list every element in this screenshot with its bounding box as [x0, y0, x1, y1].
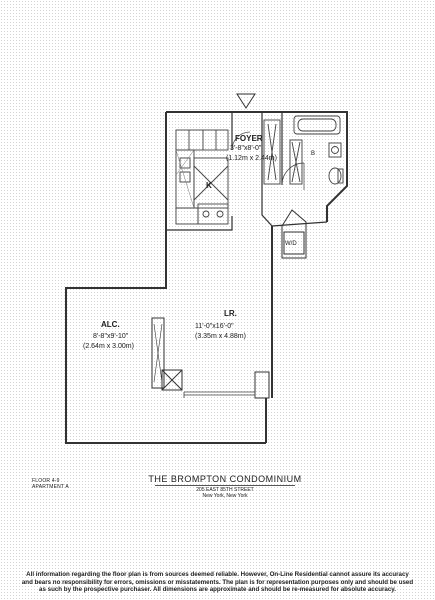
kitchen-hatching — [175, 149, 195, 209]
disclaimer-line: as such by the prospective purchaser. Al… — [39, 586, 396, 594]
disclaimer-line: and bears no responsibility for errors, … — [21, 578, 414, 586]
foyer-closet — [263, 119, 281, 185]
apartment-label: APARTMENT A — [32, 484, 69, 490]
disclaimer: All information regarding the floor plan… — [8, 571, 427, 594]
bath-label: B — [311, 151, 315, 157]
disclaimer-line: All information regarding the floor plan… — [26, 571, 409, 578]
floor-label: FLOOR 4-9 — [32, 478, 60, 484]
window-wall — [183, 391, 256, 398]
kitchen-fixtures — [175, 129, 229, 225]
building-info: THE BROMPTON CONDOMINIUM 205 EAST 85TH S… — [135, 474, 315, 499]
kitchen-label: K — [206, 181, 212, 190]
alcove-label: ALC. — [101, 320, 120, 329]
living-room-dimensions-metric: (3.35m x 4.88m) — [195, 333, 246, 340]
structural-column — [151, 317, 270, 399]
alcove-dimensions: 8'-8"x9'-10" — [93, 333, 129, 340]
entry-arrow-icon — [236, 93, 256, 109]
unit-info: FLOOR 4-9 APARTMENT A — [32, 478, 69, 490]
living-room-label: LR. — [224, 309, 237, 318]
caption-divider — [155, 485, 295, 486]
building-name: THE BROMPTON CONDOMINIUM — [148, 474, 302, 484]
inner-walls — [166, 112, 328, 231]
plan-caption: FLOOR 4-9 APARTMENT A THE BROMPTON CONDO… — [30, 472, 410, 512]
building-address: 205 EAST 85TH STREET — [196, 487, 254, 493]
foyer-label: FOYER — [235, 134, 263, 143]
foyer-dimensions-metric: (1.12m x 2.44m) — [226, 155, 277, 162]
washer-dryer-closet — [281, 209, 307, 259]
entry-door-swing — [231, 131, 251, 151]
washer-dryer-label: W/D — [285, 241, 297, 247]
building-city: New York, New York — [202, 493, 248, 499]
bathroom-fixtures — [281, 115, 344, 190]
foyer-dimensions: 3'-8"x8'-0" — [230, 145, 262, 152]
alcove-dimensions-metric: (2.64m x 3.00m) — [83, 343, 134, 350]
outer-walls — [65, 111, 348, 444]
living-room-dimensions: 11'-0"x16'-0" — [195, 323, 234, 330]
